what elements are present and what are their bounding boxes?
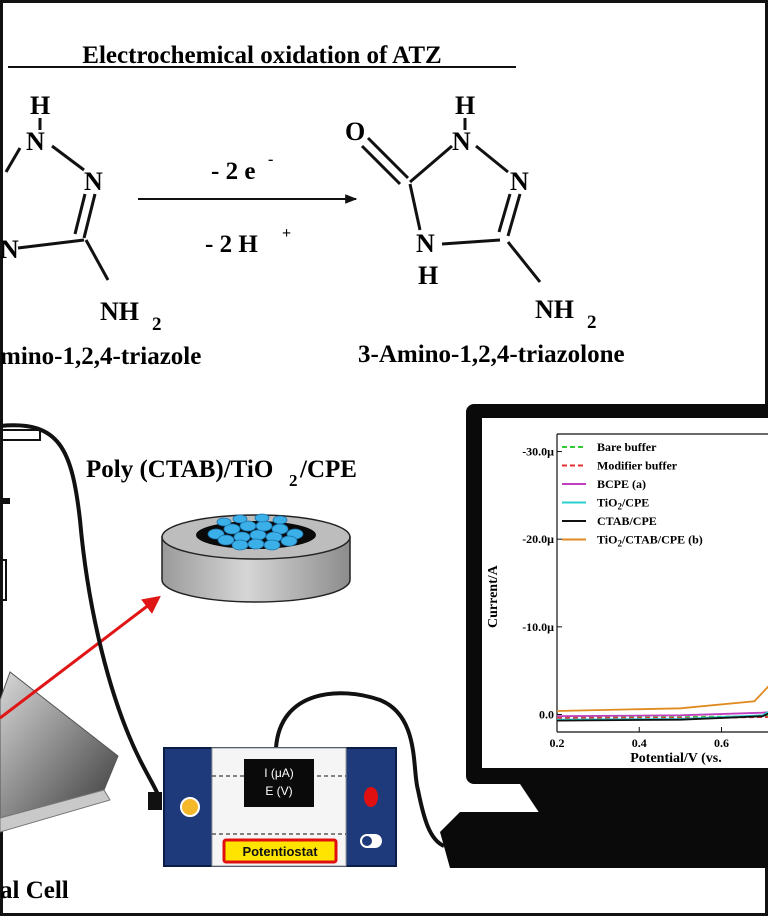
legend-label: BCPE (a) <box>597 477 646 491</box>
chart-x-tick-label: 0.6 <box>714 736 729 750</box>
product-nh-sub: 2 <box>587 312 597 333</box>
reactant-structure: H N N N NH 2 <box>0 91 162 335</box>
product-o: O <box>345 117 365 146</box>
product-n2: N <box>510 167 529 196</box>
chart-x-tick-label: 0.2 <box>550 736 565 750</box>
product-structure: H N O N N H NH 2 <box>345 91 597 333</box>
chart-series-line <box>557 711 768 718</box>
chart-series-line <box>557 685 768 712</box>
product-name: 3-Amino-1,2,4-triazolone <box>358 341 625 368</box>
legend-label: CTAB/CPE <box>597 514 657 528</box>
potentiostat-display <box>244 759 314 807</box>
electrode-cylinder <box>161 513 351 603</box>
product-nh: NH <box>535 295 574 324</box>
legend-label: TiO2/CPE <box>597 496 649 512</box>
red-arrow <box>0 595 161 720</box>
chart: 0.20.40.60.8-30.0μ-20.0μ-10.0μ0.0 Bare b… <box>486 433 768 766</box>
computer-cable <box>274 691 445 848</box>
potentiostat-label-box <box>222 838 338 864</box>
arrow-top-sup: - <box>268 151 273 168</box>
reactant-n3: N <box>0 235 19 264</box>
legend-label: Modifier buffer <box>597 459 678 473</box>
cell-label: al Cell <box>0 877 69 904</box>
electrode-label-prefix: Poly (CTAB)/TiO <box>86 456 273 483</box>
reactant-h-top: H <box>30 91 50 120</box>
chart-x-tick-label: 0.4 <box>632 736 647 750</box>
chart-y-tick-label: 0.0 <box>539 707 554 721</box>
reactant-nh-sub: 2 <box>152 314 162 335</box>
chart-ylabel: Current/A <box>486 564 501 628</box>
reactant-n2: N <box>84 167 103 196</box>
arrow-top-label: - 2 e <box>211 158 255 185</box>
legend-label: Bare buffer <box>597 440 657 454</box>
arrow-bottom-label: - 2 H <box>205 231 258 258</box>
product-n1: N <box>452 127 471 156</box>
display-current: I (μA) <box>264 766 294 780</box>
potentiostat-label: Potentiostat <box>242 844 318 859</box>
computer-monitor <box>440 404 768 868</box>
electrode-label: Poly (CTAB)/TiO 2 /CPE <box>86 456 357 490</box>
reactant-nh: NH <box>100 297 139 326</box>
reactant-n1: N <box>26 127 45 156</box>
product-h-top: H <box>455 91 475 120</box>
product-h-bottom: H <box>418 261 438 290</box>
chart-series-line <box>557 712 768 722</box>
electrode-particles <box>207 513 304 551</box>
potentiostat-device: I (μA) E (V) Potentiostat <box>163 747 397 867</box>
reactant-name: mino-1,2,4-triazole <box>0 343 201 370</box>
chart-y-tick-label: -30.0μ <box>522 445 554 459</box>
display-voltage: E (V) <box>265 784 292 798</box>
chart-axes: 0.20.40.60.8-30.0μ-20.0μ-10.0μ0.0 <box>522 433 768 750</box>
yellow-knob-icon <box>180 797 200 817</box>
figure-title: Electrochemical oxidation of ATZ <box>82 42 441 69</box>
electrode-label-sub: 2 <box>289 471 298 490</box>
arrow-bottom-sup: + <box>282 225 291 242</box>
chart-series-lines <box>557 685 768 722</box>
chart-y-tick-label: -20.0μ <box>522 532 554 546</box>
chart-xlabel: Potential/V (vs. <box>630 751 722 766</box>
electrode-label-suffix: /CPE <box>299 456 357 483</box>
electrochemical-cell <box>0 429 119 833</box>
red-led-icon <box>364 787 378 807</box>
legend-label: TiO2/CTAB/CPE (b) <box>597 533 703 549</box>
chart-y-tick-label: -10.0μ <box>522 620 554 634</box>
cable-plug <box>148 792 162 810</box>
product-n3: N <box>416 229 435 258</box>
cell-cable <box>0 423 162 801</box>
reaction-arrow: - 2 e - - 2 H + <box>138 151 358 258</box>
